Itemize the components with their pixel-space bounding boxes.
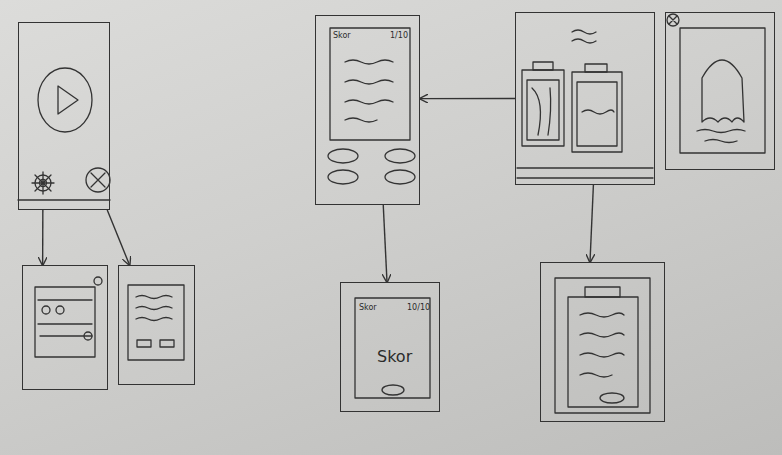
character-screen-art [667,14,765,153]
screen-label: Skor [377,349,412,365]
play-icon [58,86,78,114]
detail-screen-art [555,278,650,413]
panel-divider [38,300,92,324]
gear-teeth [32,172,54,194]
screen-frame: Skor 1/10 [315,15,420,205]
settings-panel [35,287,95,357]
play-circle [38,68,92,132]
text-scribble [136,296,172,321]
info-screen-art [128,285,184,360]
question-screen-art [328,28,415,184]
card-inner [527,80,559,140]
screen-bottom-line [517,168,653,178]
navigation-arrow [42,210,44,265]
navigation-arrow [107,210,129,265]
character-panel [680,28,765,153]
small-button [160,340,174,347]
small-button [137,340,151,347]
small-gear [94,277,102,285]
answer-button [328,170,358,184]
card-inner [577,82,617,146]
card-sketch [532,88,551,135]
detail-button [600,393,624,403]
close-icon [91,173,105,187]
option-card [572,72,622,152]
screen-frame: Skor10/10Skor [340,282,440,412]
screen-label: Skor [359,304,377,312]
navigation-arrow [590,185,593,262]
answer-button [385,170,415,184]
navigation-arrow [420,98,515,99]
caption-scribble [697,130,745,143]
card-sketch [582,110,614,114]
detail-scribble [580,313,624,377]
gear-hub [40,180,47,187]
screen-label: 10/10 [407,304,430,312]
close-button [86,168,110,192]
detail-panel [555,278,650,413]
close-button [667,14,679,26]
card-tab [585,287,620,297]
option-card [522,70,564,146]
screen-bottom-line [18,199,110,200]
result-panel [355,298,430,398]
slider-knob [84,332,92,340]
question-scribble [345,60,393,122]
screen-frame [18,22,110,210]
continue-button [382,385,404,395]
settings-screen-art [35,277,102,357]
screen-frame [118,265,195,385]
screen-label: Skor [333,32,351,40]
result-screen-art [355,298,430,398]
toggle-dot [42,306,50,314]
screen-frame [540,262,665,422]
screen-label: 1/10 [390,32,408,40]
screen-frame [22,265,108,390]
home-screen-art [18,68,110,200]
info-panel [128,285,184,360]
screen-frame [665,12,775,170]
screen-frame [515,12,655,185]
card-tab [585,64,607,72]
card-tab [533,62,553,70]
selection-screen-art [517,30,653,178]
toggle-dot [56,306,64,314]
header-scribble [572,30,596,43]
ghost-figure [702,60,744,122]
answer-button [385,149,415,163]
close-icon [669,16,677,24]
detail-card [568,297,638,407]
question-panel [330,28,410,140]
navigation-arrow [383,205,387,282]
answer-button [328,149,358,163]
